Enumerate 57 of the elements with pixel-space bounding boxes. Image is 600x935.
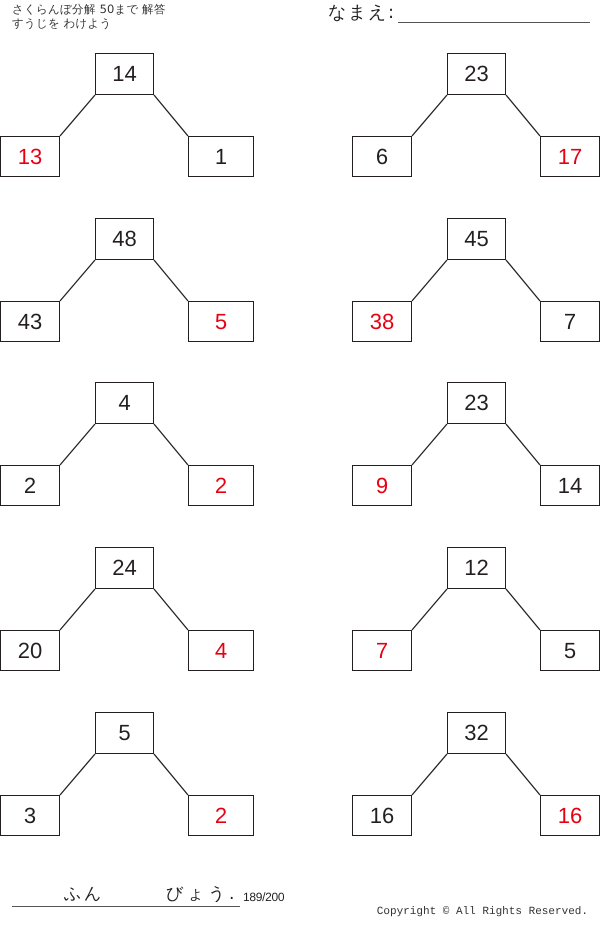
name-label: なまえ:	[328, 3, 396, 23]
branch-line	[60, 754, 96, 796]
number-box: 2	[0, 465, 60, 506]
branch-line	[154, 94, 188, 136]
number-box: 4	[188, 630, 254, 671]
branch-line	[60, 588, 96, 630]
worksheet-title: さくらんぼ分解 50まで 解答	[12, 3, 166, 16]
number-box: 2	[188, 795, 254, 836]
number-box: 17	[540, 136, 600, 177]
number-box: 4	[95, 382, 154, 424]
copyright-notice: Copyright © All Rights Reserved.	[376, 906, 588, 918]
number-box: 5	[540, 630, 600, 671]
seconds-label: びょう.	[166, 885, 238, 904]
branch-line	[412, 754, 448, 796]
number-box: 2	[188, 465, 254, 506]
instruction-text: すうじを わけよう	[12, 17, 112, 30]
number-box: 5	[95, 712, 154, 754]
branch-line	[506, 754, 540, 796]
branch-line	[60, 260, 96, 302]
number-box: 13	[0, 136, 60, 177]
number-box: 14	[95, 53, 154, 95]
number-box: 7	[352, 630, 412, 671]
branch-line	[506, 588, 540, 630]
branch-line	[154, 424, 188, 466]
number-box: 7	[540, 301, 600, 342]
branch-line	[412, 588, 448, 630]
branch-line	[506, 260, 540, 302]
number-box: 38	[352, 301, 412, 342]
branch-line	[412, 260, 448, 302]
number-box: 45	[447, 218, 506, 260]
branch-line	[506, 94, 540, 136]
number-box: 16	[352, 795, 412, 836]
number-box: 14	[540, 465, 600, 506]
branch-line	[154, 588, 188, 630]
number-box: 23	[447, 382, 506, 424]
number-box: 32	[447, 712, 506, 754]
number-box: 24	[95, 547, 154, 589]
number-box: 20	[0, 630, 60, 671]
number-box: 6	[352, 136, 412, 177]
branch-line	[60, 424, 96, 466]
minutes-label: ふん	[64, 885, 104, 904]
number-box: 3	[0, 795, 60, 836]
branch-line	[154, 754, 188, 796]
branch-line	[154, 260, 188, 302]
branch-line	[506, 424, 540, 466]
branch-line	[412, 424, 448, 466]
number-box: 1	[188, 136, 254, 177]
number-box: 5	[188, 301, 254, 342]
branch-line	[60, 94, 96, 136]
number-box: 12	[447, 547, 506, 589]
number-box: 16	[540, 795, 600, 836]
number-box: 23	[447, 53, 506, 95]
number-box: 48	[95, 218, 154, 260]
branch-line	[412, 94, 448, 136]
page-number: 189/200	[243, 891, 284, 904]
number-box: 9	[352, 465, 412, 506]
number-box: 43	[0, 301, 60, 342]
